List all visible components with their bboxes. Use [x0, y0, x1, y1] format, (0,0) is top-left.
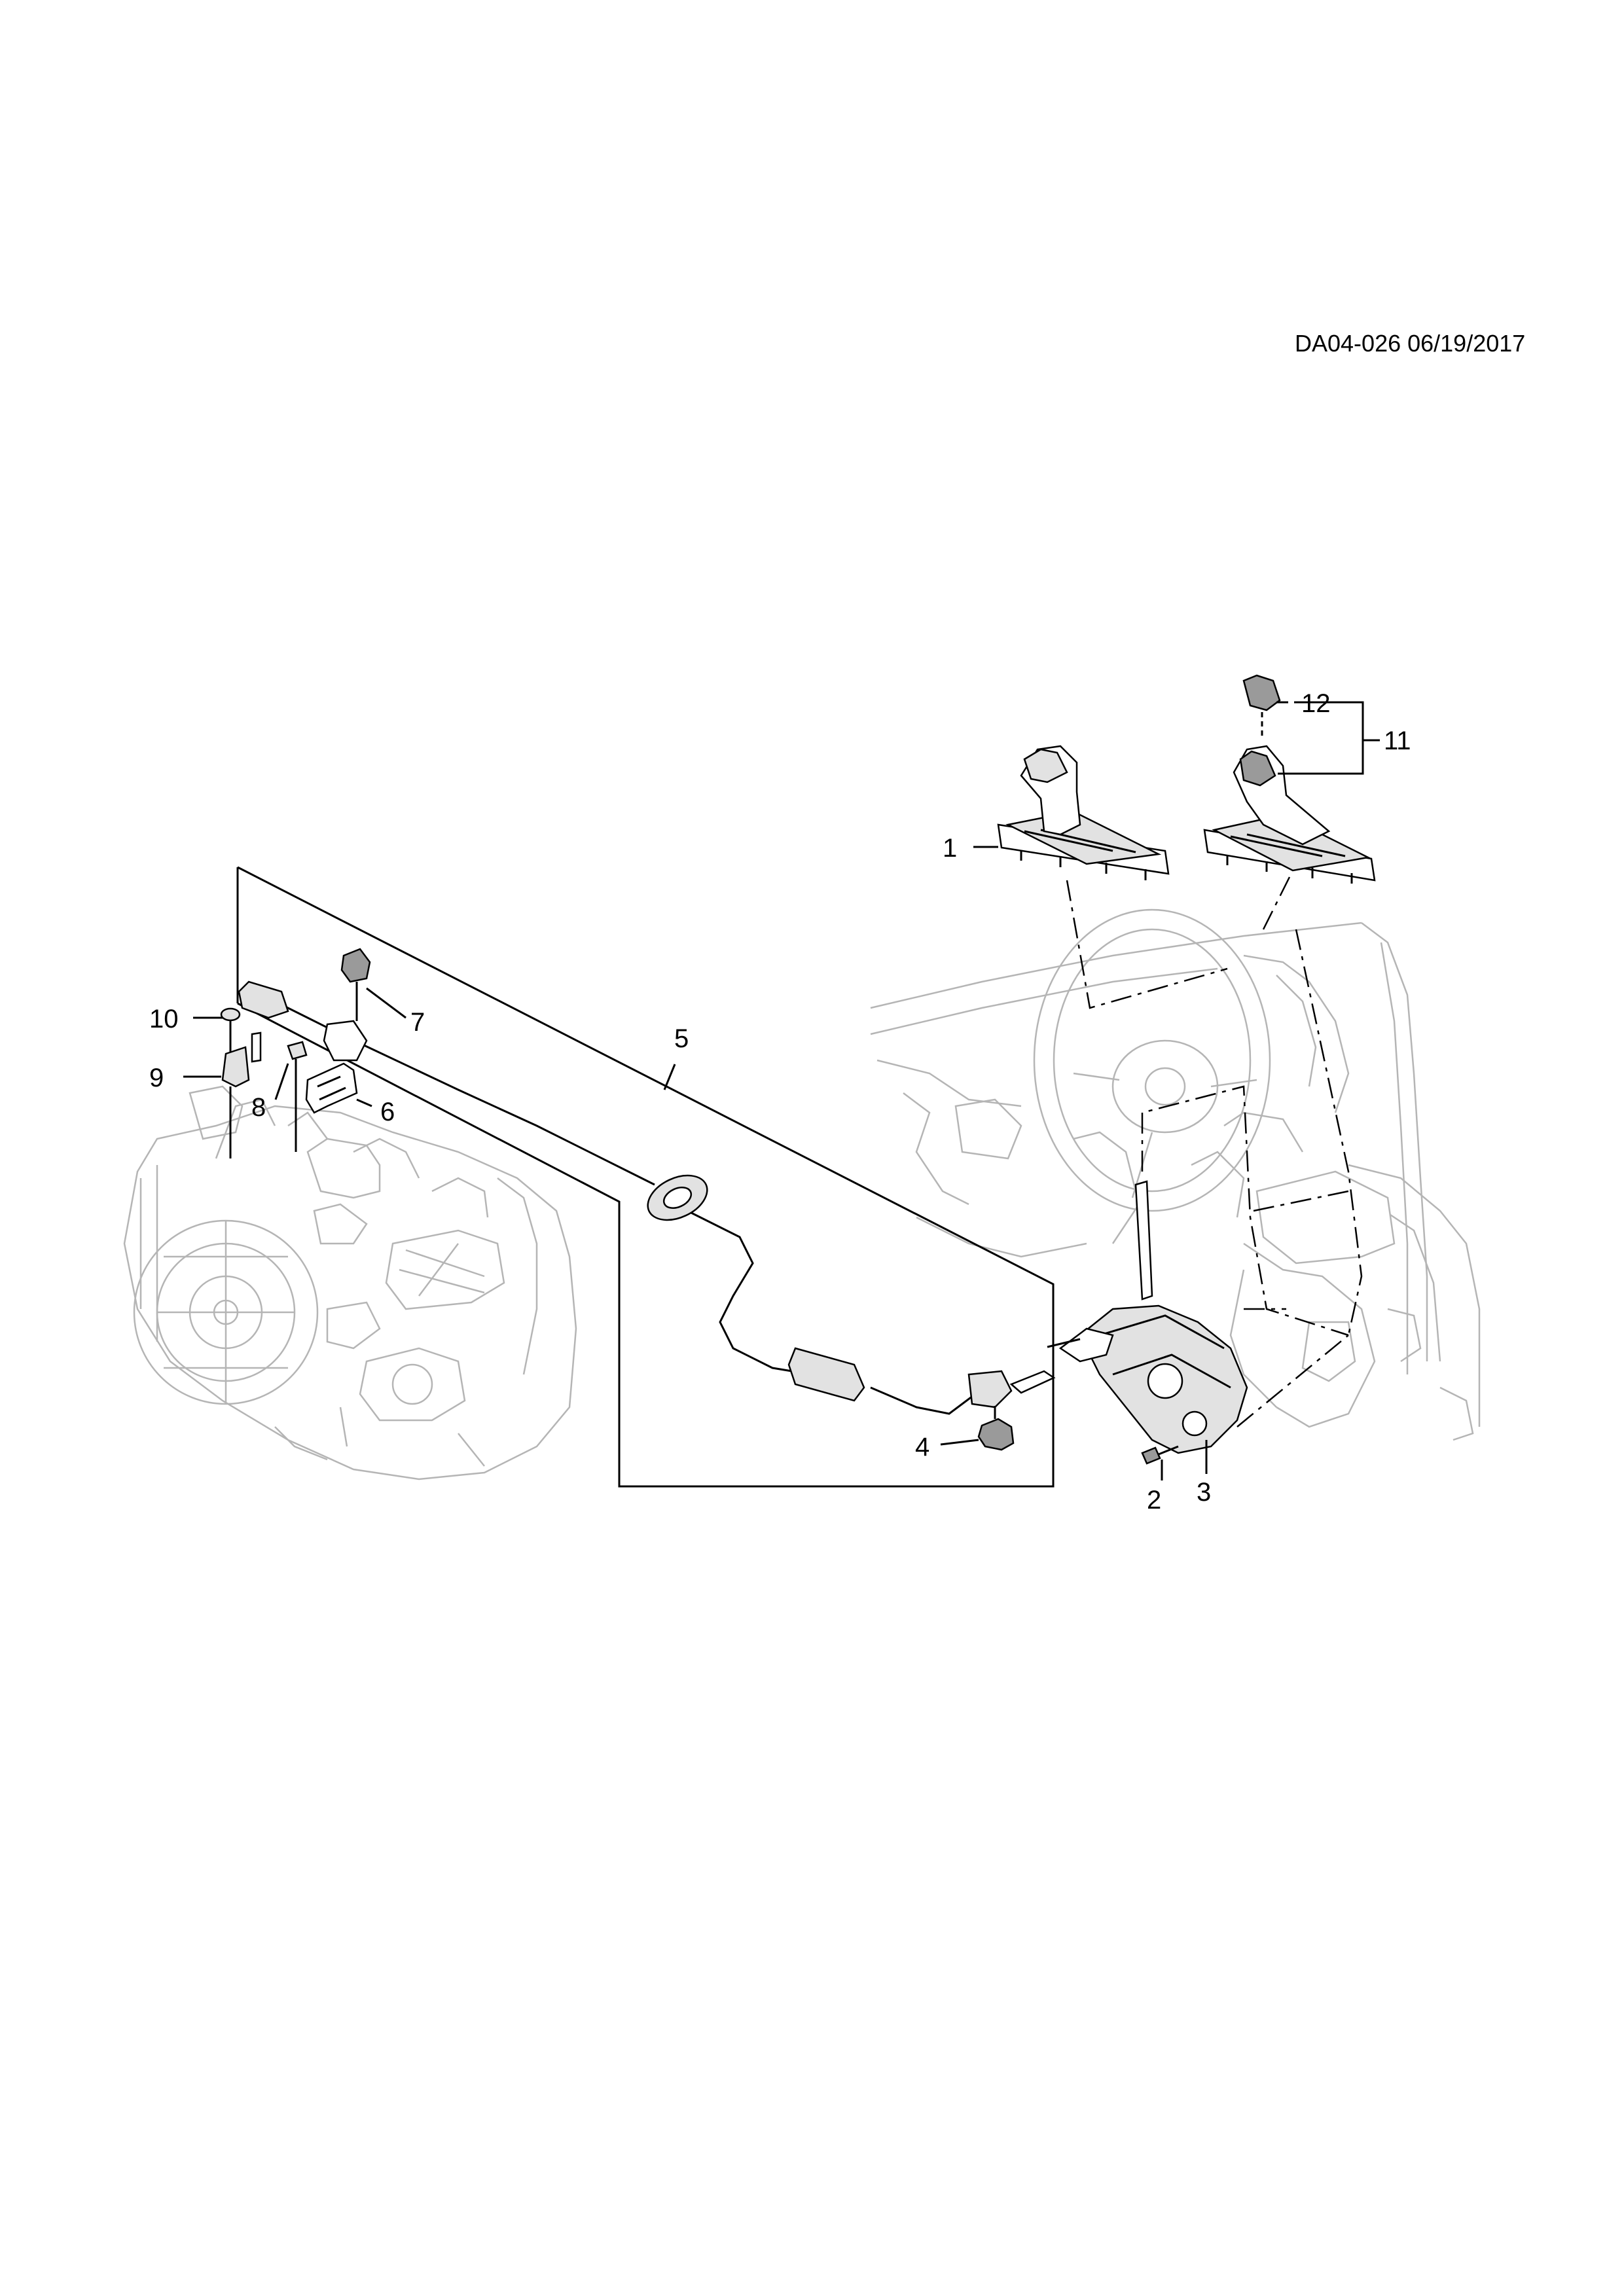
callout-5: 5	[674, 1024, 689, 1053]
shift-control-cable	[238, 980, 1056, 1415]
shifter-knob-assembly-11	[1203, 745, 1376, 884]
diagram-reference-date: DA04-026 06/19/2017	[1295, 330, 1526, 357]
bolt-2	[1141, 1445, 1179, 1465]
shifter-control-assembly	[1047, 1180, 1248, 1454]
callout-4: 4	[915, 1433, 929, 1462]
bracket-9	[221, 1031, 262, 1158]
callout-labels: 1 2 3 4 5 6 7 8 9 10 11 12	[149, 689, 1411, 1515]
installation-lines	[1066, 876, 1363, 1427]
callout-9: 9	[149, 1064, 164, 1092]
cable-retainer-4	[977, 1406, 1015, 1451]
shifter-bezel-1	[997, 745, 1170, 880]
shift-button-12	[1242, 674, 1281, 736]
cable-clip-7	[340, 948, 371, 1021]
leader-lines	[183, 701, 1380, 1480]
callout-7: 7	[410, 1008, 425, 1037]
callout-12: 12	[1301, 689, 1331, 718]
cable-shifter-end	[967, 1370, 1013, 1408]
bolt-8	[287, 1041, 308, 1152]
callout-6: 6	[380, 1098, 395, 1126]
instrument-panel-illustration	[870, 908, 1481, 1441]
callout-2: 2	[1147, 1486, 1161, 1515]
callout-1: 1	[943, 834, 957, 863]
callout-8: 8	[251, 1093, 266, 1122]
cable-assembly-callout-frame	[236, 866, 1055, 1488]
transmission-illustration	[123, 1085, 577, 1480]
callout-3: 3	[1197, 1478, 1211, 1507]
callout-10: 10	[149, 1005, 179, 1033]
cable-transmission-end	[238, 980, 289, 1019]
cable-damper	[787, 1347, 865, 1402]
callout-11: 11	[1384, 726, 1411, 755]
bracket-6	[305, 1062, 358, 1114]
